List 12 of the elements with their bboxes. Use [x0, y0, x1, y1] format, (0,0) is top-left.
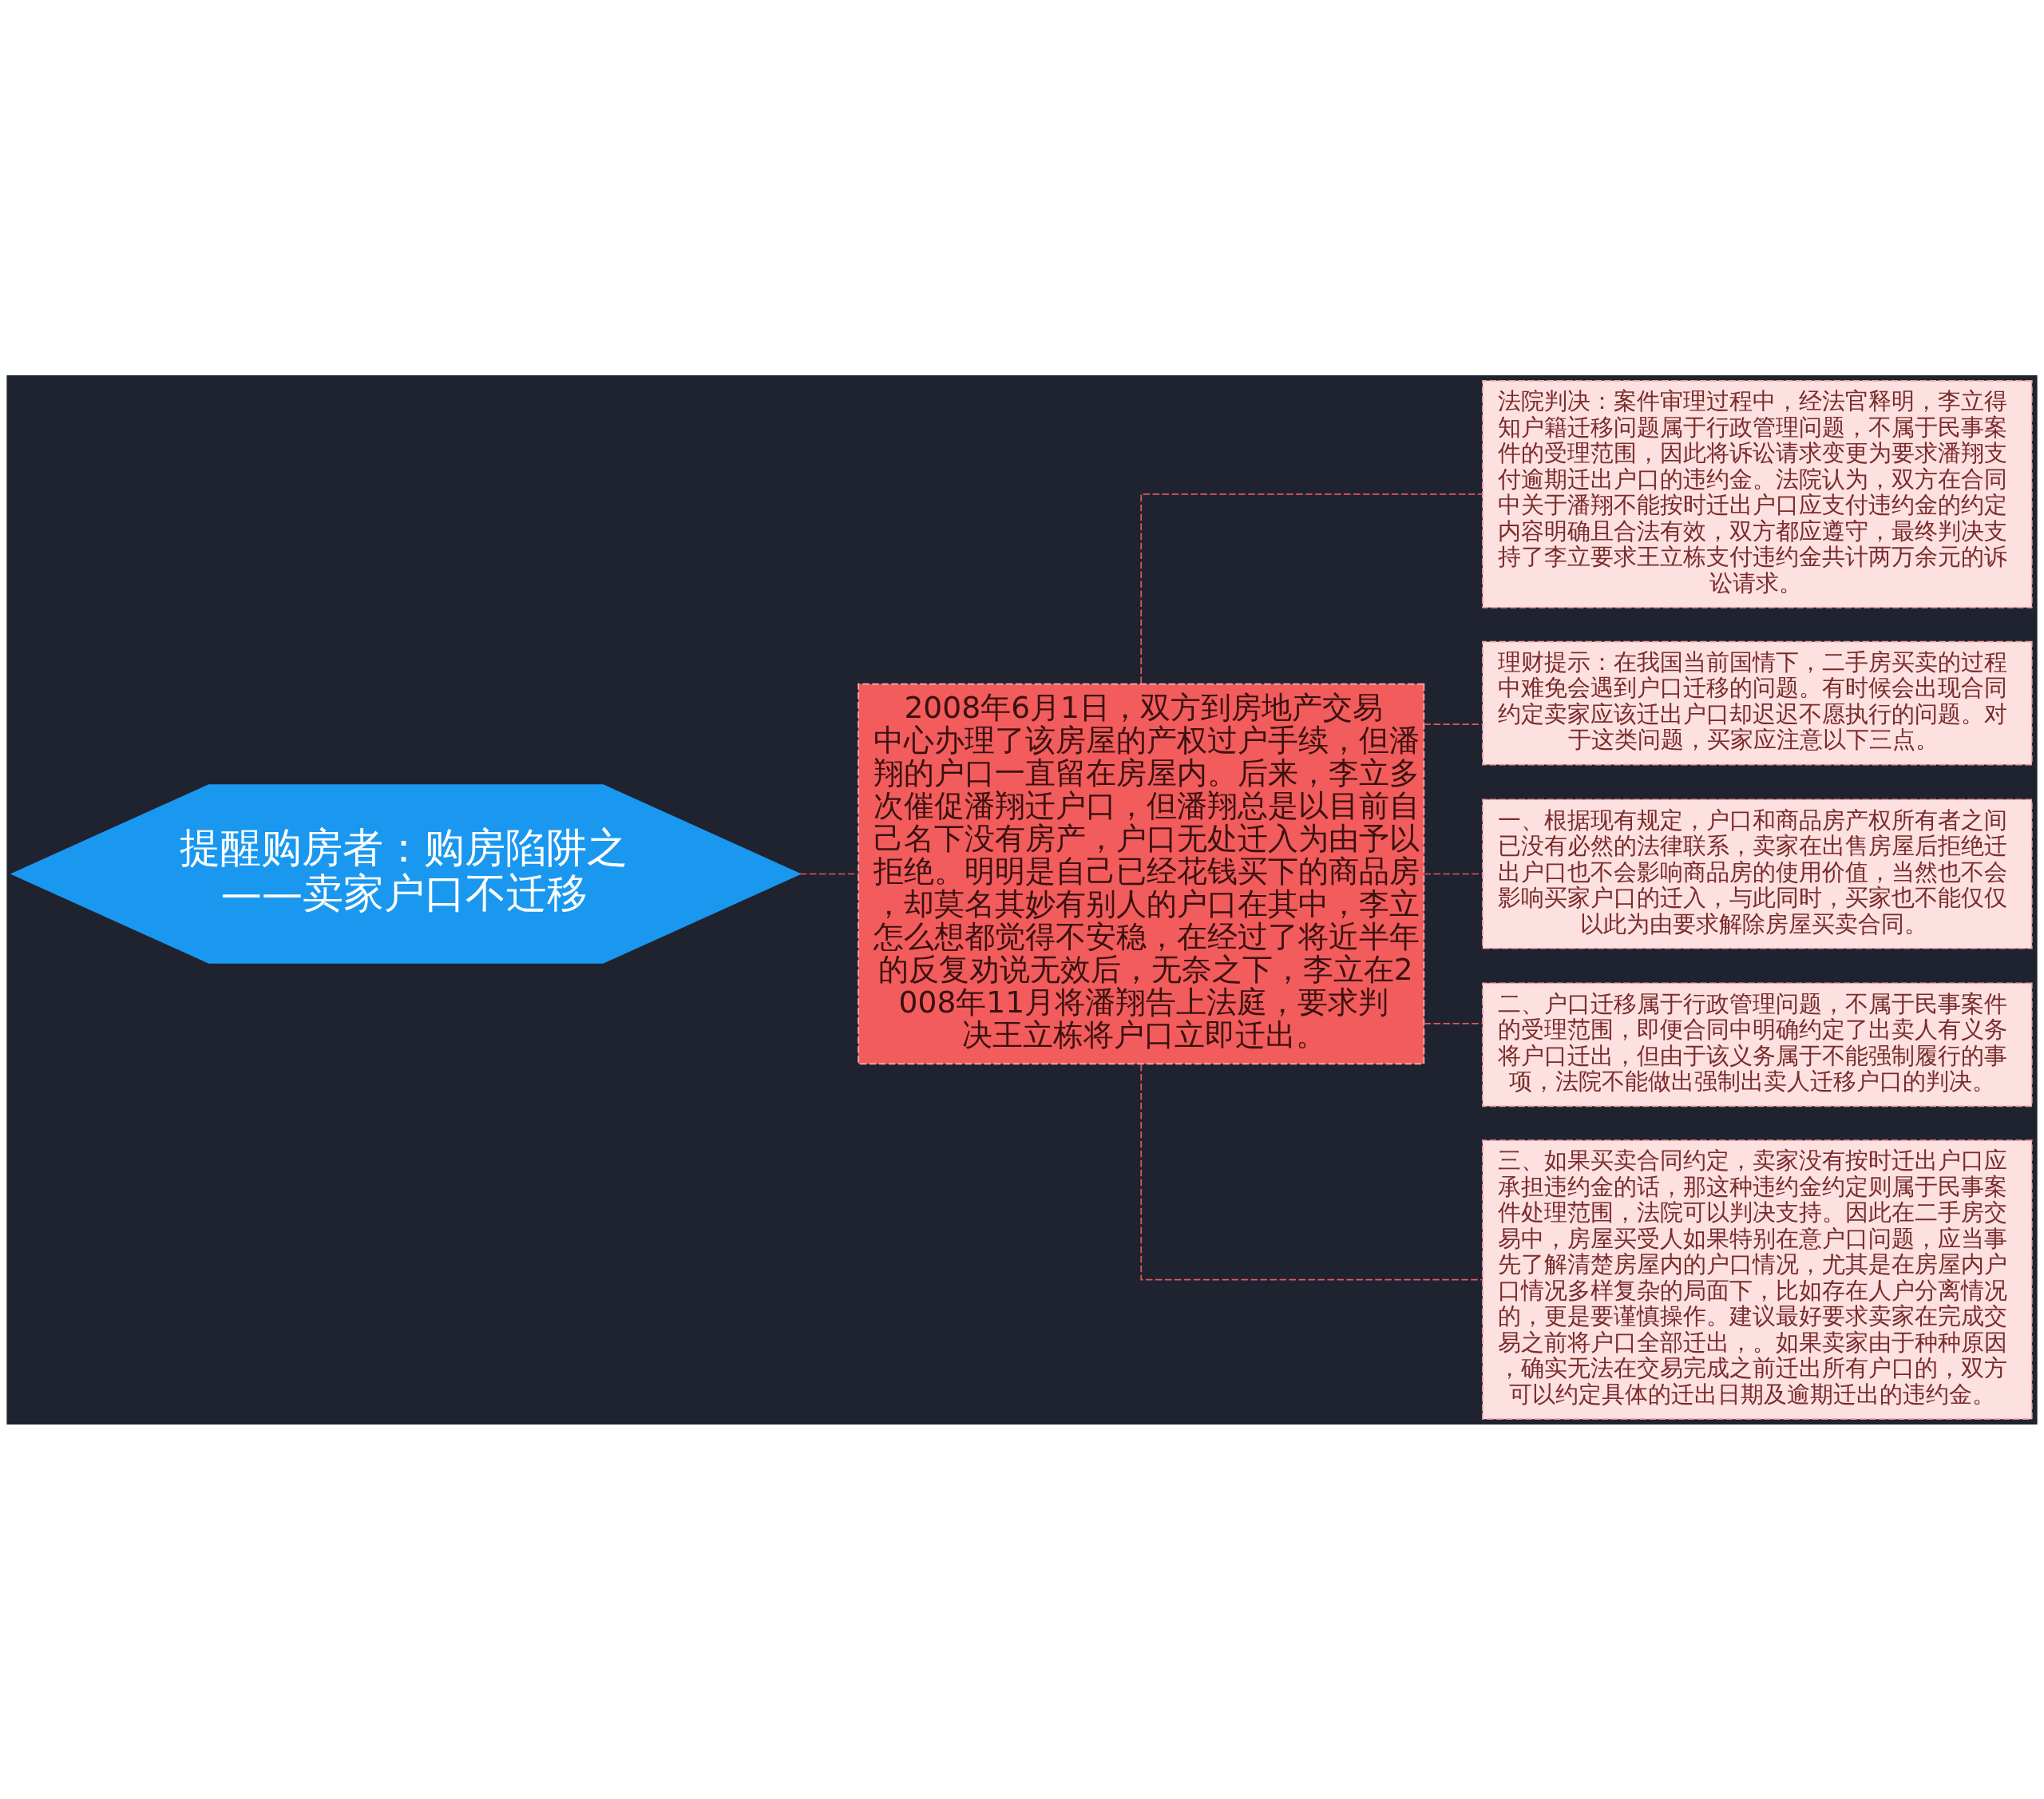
connector [1140, 1063, 1483, 1280]
connector [1423, 1022, 1483, 1024]
connector [1423, 723, 1483, 725]
node-box: 法院判决：案件审理过程中，经法官释明，李立得知户籍迁移问题属于行政管理问题，不属于民事案件的受理范围，因此将诉讼请求变更为要求潘翔支付逾期迁出户口的违约金。法院认为，双方在合同中关于潘翔不能按时迁出户口应支付违约金的约定内容明确且合法有效，双方都应遵守，最终判决支持了李立要求王立栋支付违约金共计两万余元的诉讼请求。 [1482, 379, 2033, 608]
connector [1140, 493, 1483, 684]
node-box: 理财提示：在我国当前国情下，二手房买卖的过程中难免会遇到户口迁移的问题。有时候会出现合同约定卖家应该迁出户口却迟迟不愿执行的问题。对于这类问题，买家应注意以下三点。 [1482, 640, 2033, 765]
connector [1423, 873, 1483, 874]
node-box: 三、如果买卖合同约定，卖家没有按时迁出户口应承担违约金的话，那这种违约金约定则属于民事案件处理范围，法院可以判决支持。因此在二手房交易中，房屋买受人如果特别在意户口问题，应当事先了解清楚房屋内的户口情况，尤其是在房屋内户口情况多样复杂的局面下，比如存在人户分离情况的，更是要谨慎操作。建议最好要求卖家在完成交易之前将户口全部迁出，。如果卖家由于种种原因，确实无法在交易完成之前迁出所有户口的，双方可以约定具体的迁出日期及逾期迁出的违约金。 [1482, 1139, 2033, 1420]
node-box: 一、根据现有规定，户口和商品房产权所有者之间已没有必然的法律联系，卖家在出售房屋后拒绝迁出户口也不会影响商品房的使用价值，当然也不会影响买家户口的迁入，与此同时，买家也不能仅仅以此为由要求解除房屋买卖合同。 [1482, 798, 2033, 949]
connector [798, 873, 859, 874]
node-box: 二、户口迁移属于行政管理问题，不属于民事案件的受理范围，即便合同中明确约定了出卖人有义务将户口迁出，但由于该义务属于不能强制履行的事项，法院不能做出强制出卖人迁移户口的判决。 [1482, 982, 2033, 1107]
node-box: 2008年6月1日，双方到房地产交易中心办理了该房屋的产权过户手续，但潘翔的户口一直留在房屋内。后来，李立多次催促潘翔迁户口，但潘翔总是以目前自己名下没有房产，户口无处迁入为由予以拒绝。明明是自己已经花钱买下的商品房，却莫名其妙有别人的户口在其中，李立怎么想都觉得不安稳，在经过了将近半年的反复劝说无效后，无奈之下，李立在2008年11月将潘翔告上法庭，要求判决王立栋将户口立即迁出。 [858, 683, 1425, 1064]
